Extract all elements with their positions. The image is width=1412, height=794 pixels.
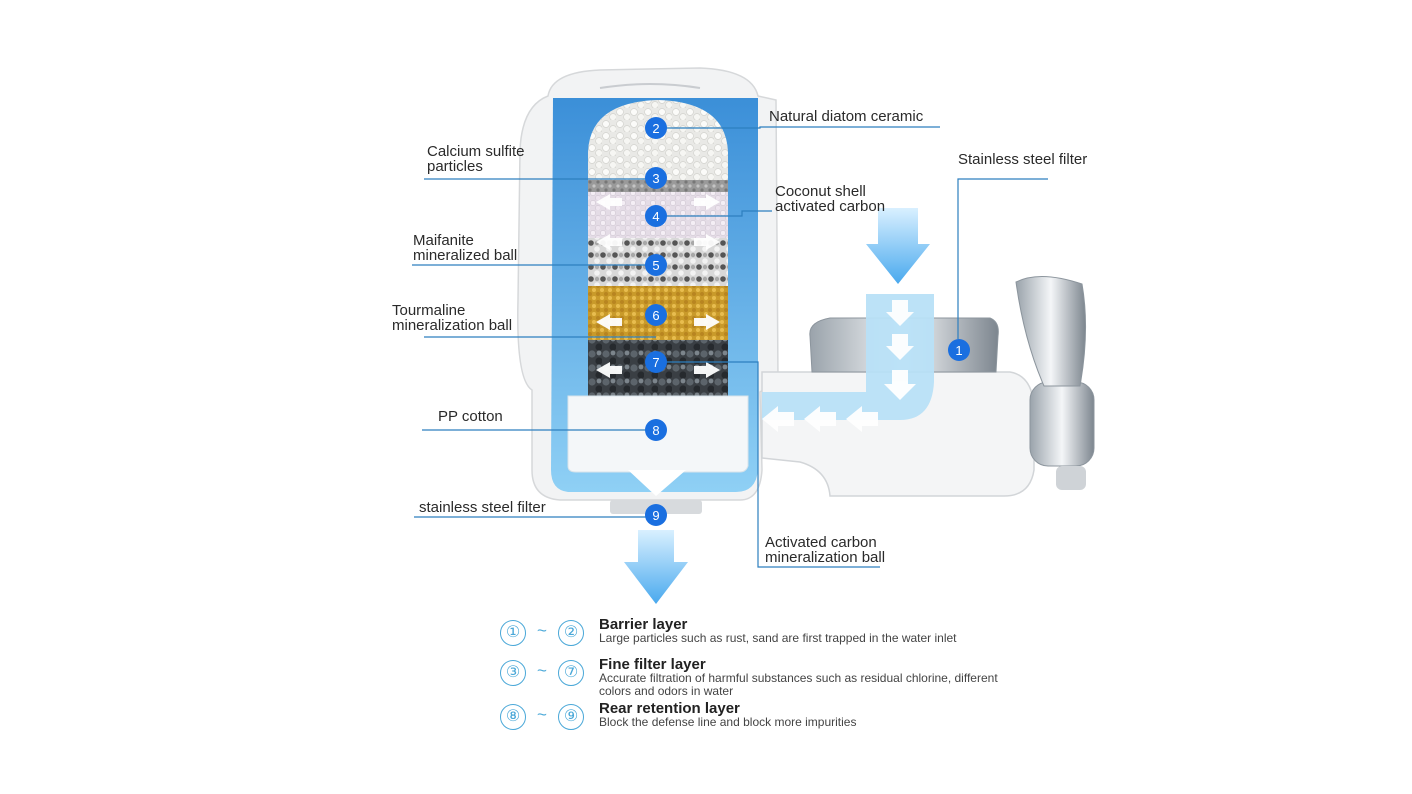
leader-stainless-top — [957, 178, 1048, 339]
number-markers: 1 2 3 4 5 6 7 8 9 — [645, 117, 970, 526]
legend-title: Fine filter layer — [599, 656, 706, 673]
label-stainless-top: Stainless steel filter — [958, 151, 1088, 168]
leader-coconut — [660, 210, 772, 217]
marker-label: 9 — [652, 508, 659, 523]
flow-arrows — [624, 208, 930, 604]
marker-7: 7 — [645, 351, 667, 373]
legend-description: Accurate filtration of harmful substance… — [599, 671, 998, 698]
legend-description: Large particles such as rust, sand are f… — [599, 631, 957, 645]
leader-lines — [412, 126, 1048, 568]
marker-label: 7 — [652, 355, 659, 370]
legend-row-fine: ③ ~ ⑦ Fine filter layer Accurate filtrat… — [500, 656, 1040, 700]
marker-1: 1 — [948, 339, 970, 361]
inlet-arrow — [866, 208, 930, 284]
legend-tilde: ~ — [537, 661, 547, 680]
marker-label: 3 — [652, 171, 659, 186]
marker-5: 5 — [645, 254, 667, 276]
legend-row-rear: ⑧ ~ ⑨ Rear retention layer Block the def… — [500, 700, 1040, 744]
label-maifanite-line1: Maifanite — [413, 232, 474, 249]
legend-description: Block the defense line and block more im… — [599, 715, 857, 729]
marker-8: 8 — [645, 419, 667, 441]
label-coconut-line1: Coconut shell — [775, 183, 866, 200]
label-tourmaline-line2: mineralization ball — [392, 317, 513, 334]
marker-label: 4 — [652, 209, 659, 224]
label-calcium-sulfite-line2: particles — [427, 158, 483, 175]
label-natural-diatom: Natural diatom ceramic — [769, 108, 924, 125]
legend-tilde: ~ — [537, 705, 547, 724]
label-pp-cotton: PP cotton — [438, 408, 503, 425]
marker-label: 6 — [652, 308, 659, 323]
legend-from-marker: ① — [500, 620, 526, 646]
label-stainless-bottom: stainless steel filter — [419, 499, 546, 516]
legend-to-marker: ⑦ — [558, 660, 584, 686]
marker-label: 2 — [652, 121, 659, 136]
legend-tilde: ~ — [537, 621, 547, 640]
leader-activated-ball — [660, 361, 880, 568]
marker-label: 5 — [652, 258, 659, 273]
marker-label: 8 — [652, 423, 659, 438]
marker-3: 3 — [645, 167, 667, 189]
label-activated-ball-line1: Activated carbon — [765, 534, 877, 551]
legend-title: Rear retention layer — [599, 700, 740, 717]
legend-title: Barrier layer — [599, 616, 688, 633]
legend-from-marker: ③ — [500, 660, 526, 686]
legend-from-marker: ⑧ — [500, 704, 526, 730]
marker-4: 4 — [645, 205, 667, 227]
legend-row-barrier: ① ~ ② Barrier layer Large particles such… — [500, 616, 1040, 660]
label-maifanite-line2: mineralized ball — [413, 247, 518, 264]
marker-9: 9 — [645, 504, 667, 526]
legend-to-marker: ② — [558, 620, 584, 646]
marker-label: 1 — [955, 343, 962, 358]
faucet-fitting — [761, 275, 1095, 497]
marker-2: 2 — [645, 117, 667, 139]
label-tourmaline-line1: Tourmaline — [392, 302, 466, 319]
internal-flow-arrows — [596, 194, 916, 432]
label-activated-ball-line2: mineralization ball — [765, 549, 886, 566]
marker-6: 6 — [645, 304, 667, 326]
label-calcium-sulfite-line1: Calcium sulfite — [427, 143, 525, 160]
leader-natural-diatom — [660, 126, 940, 129]
outlet-arrow — [624, 530, 688, 604]
legend-to-marker: ⑨ — [558, 704, 584, 730]
label-coconut-line2: activated carbon — [775, 198, 886, 215]
